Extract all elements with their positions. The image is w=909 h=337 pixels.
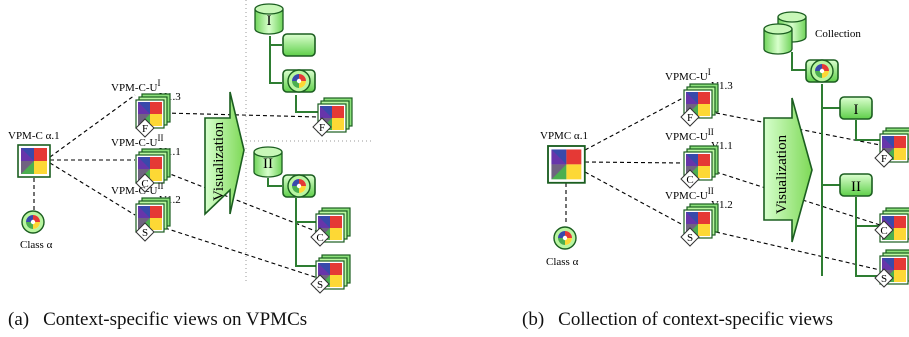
edge-b-root-to-view-1: [584, 97, 684, 151]
vpmc-b-root-tile: [547, 145, 586, 184]
b-visualization-arrow: [763, 97, 813, 243]
caption-b: (b)Collection of context-specific views: [522, 309, 833, 330]
edge-b-root-to-view-3: [584, 171, 684, 226]
svg-text:VPMC-UII: VPMC-UII: [665, 127, 714, 143]
vpmc-root-tile: [17, 144, 51, 178]
svg-text:VPM-C-UII: VPM-C-UII: [111, 133, 163, 149]
svg-text:VPMC-UI: VPMC-UI: [665, 67, 711, 83]
b-class-wheel-icon: [553, 226, 577, 250]
edge-b-root-to-view-2: [584, 161, 684, 164]
svg-text:VPM-C-UI: VPM-C-UI: [111, 78, 160, 94]
class-label: Class α: [20, 239, 53, 251]
group-ii-label: II: [263, 156, 273, 172]
b-view-3: VPMC-UII V1.2 S: [665, 186, 733, 247]
edge-view-3-to-target: [164, 227, 319, 279]
edge-view-2-to-target: [164, 171, 319, 233]
visualization-arrow: [204, 91, 245, 216]
svg-text:C: C: [880, 225, 887, 237]
caption-a: (a)Context-specific views on VPMCs: [8, 309, 307, 330]
svg-text:S: S: [142, 227, 148, 239]
b-visualization-label: Visualization: [774, 134, 790, 214]
tree-group-i: I F: [254, 3, 353, 137]
root-label: VPM-C α.1: [8, 130, 60, 142]
svg-text:C: C: [686, 174, 693, 186]
svg-text:VPM-C-UII: VPM-C-UII: [111, 181, 163, 197]
b-view-2: VPMC-UII V1.1 C: [665, 127, 733, 189]
svg-text:S: S: [687, 232, 693, 244]
b-group-i-label: I: [854, 102, 859, 118]
view-2: VPM-C-UII V1.1 C: [111, 133, 181, 193]
b-class-label: Class α: [546, 256, 579, 268]
collection-cylinders: [763, 11, 807, 55]
b-view-1: VPMC-UI V1.3 F: [665, 67, 733, 127]
edge-root-to-view-1: [49, 94, 136, 158]
svg-text:C: C: [316, 232, 323, 244]
b-group-ii-label: II: [851, 179, 861, 195]
class-wheel-icon: [21, 210, 45, 234]
edge-view-1-to-target: [164, 112, 319, 118]
visualization-label: Visualization: [211, 121, 227, 201]
panel-a: VPM-C α.1 Class α VPM-C-UI V1.3 F VPM-C-…: [8, 0, 372, 330]
svg-text:F: F: [142, 123, 148, 135]
group-i-box: [282, 33, 316, 57]
b-root-label: VPMC α.1: [540, 130, 588, 142]
collection-label: Collection: [815, 28, 861, 40]
svg-text:S: S: [881, 273, 887, 285]
svg-text:C: C: [141, 178, 148, 190]
svg-text:F: F: [881, 153, 887, 165]
edge-b-view-3-to-target: [715, 231, 881, 271]
svg-text:F: F: [319, 122, 325, 134]
svg-text:S: S: [317, 279, 323, 291]
panel-b: VPMC α.1 Class α VPMC-UI V1.3 F VPMC-UII…: [522, 11, 909, 330]
edge-root-to-view-3: [49, 162, 136, 216]
tree-group-ii: II C S: [253, 146, 351, 294]
b-tree: I II F C S: [791, 52, 909, 288]
svg-text:VPMC-UII: VPMC-UII: [665, 186, 714, 202]
view-3: VPM-C-UII V1.2 S: [111, 181, 181, 242]
svg-text:F: F: [687, 112, 693, 124]
group-i-label: I: [267, 13, 272, 29]
view-1: VPM-C-UI V1.3 F: [111, 78, 181, 138]
